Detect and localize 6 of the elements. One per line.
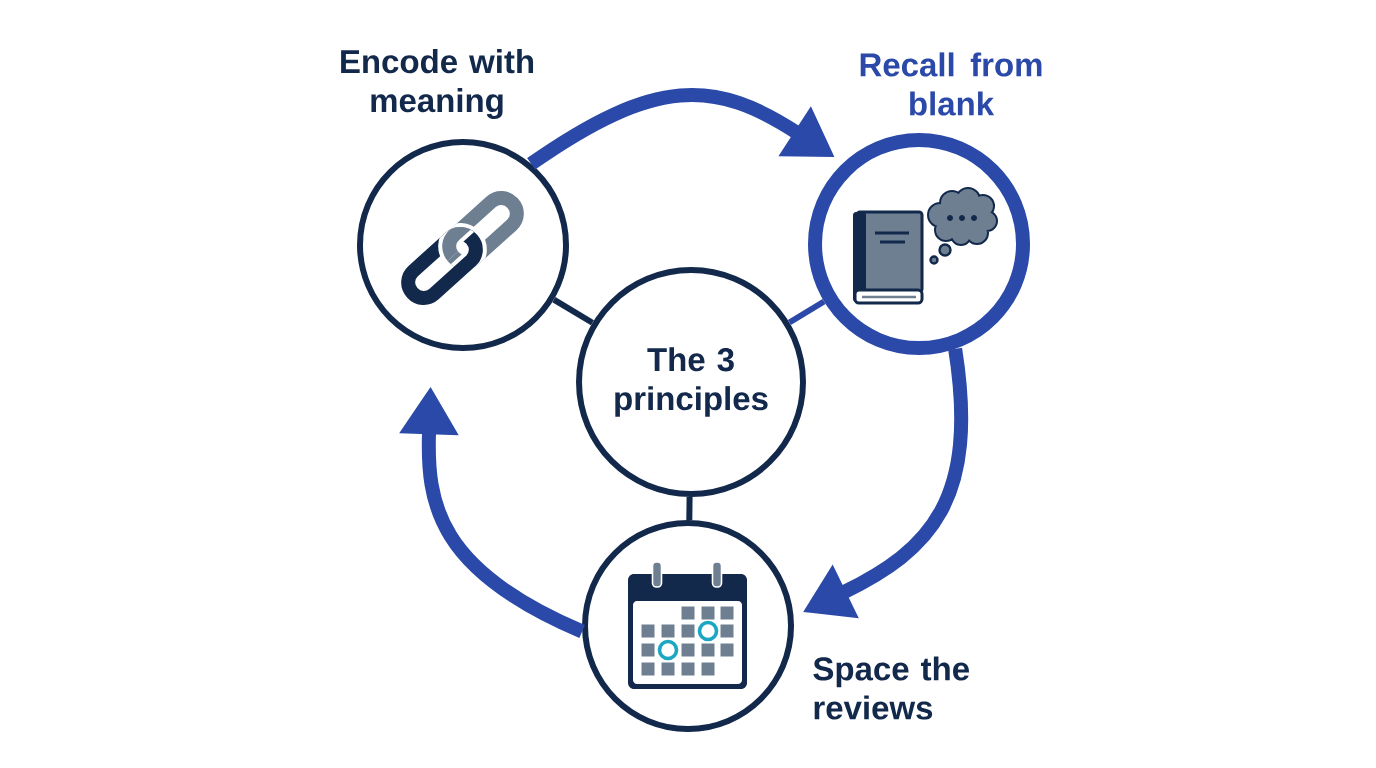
heading: Encode with meaning [341,49,534,119]
connector-line [552,297,594,326]
heading: Space the reviews [813,656,969,720]
heading: Recall from blank [860,52,1042,116]
connector-line [787,298,826,325]
connector-line [686,496,693,521]
